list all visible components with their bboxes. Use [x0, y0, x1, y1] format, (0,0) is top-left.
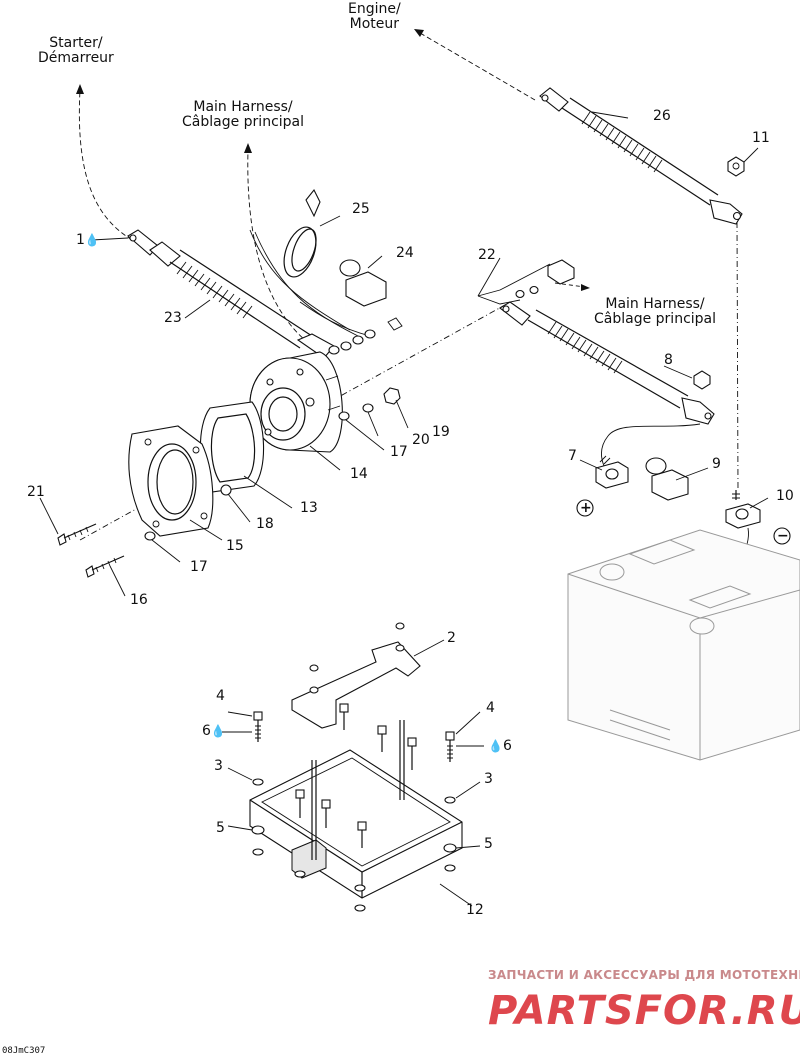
callout-10: 10	[776, 488, 794, 504]
callout-5-right: 5	[484, 836, 493, 852]
figure-code: 08JmC307	[2, 1046, 46, 1056]
callout-16: 16	[130, 592, 148, 608]
positive-cable-22	[477, 259, 715, 425]
battery-clamps	[595, 455, 761, 597]
cable-strap-25	[283, 188, 321, 278]
terminal-hardware	[328, 317, 403, 355]
callout-21: 21	[27, 484, 45, 500]
callout-8: 8	[664, 352, 673, 368]
callout-26: 26	[653, 108, 671, 124]
callout-3-left: 3	[214, 758, 223, 774]
battery-tray-12	[249, 720, 463, 899]
callout-2: 2	[447, 630, 456, 646]
destination-engine: Engine/ Moteur	[348, 1, 401, 32]
callout-9: 9	[712, 456, 721, 472]
callout-18: 18	[256, 516, 274, 532]
callout-17-upper: 17	[390, 444, 408, 460]
battery	[567, 529, 800, 761]
callout-6-right: 💧6	[488, 738, 512, 754]
callout-4-left: 4	[216, 688, 225, 704]
callout-15: 15	[226, 538, 244, 554]
callout-12: 12	[466, 902, 484, 918]
lubricant-drop-icon: 💧	[84, 233, 100, 247]
nut-11	[727, 156, 745, 177]
watermark-logo-text: PARTSFOR.RU	[488, 988, 800, 1034]
destination-leaders	[76, 29, 590, 349]
callout-17-lower: 17	[190, 559, 208, 575]
destination-main-harness-right: Main Harness/ Câblage principal	[594, 296, 717, 327]
ground-centerline	[736, 221, 739, 491]
polarity-symbols	[576, 499, 791, 545]
mounting-flange-15	[128, 425, 214, 537]
callout-leaders	[39, 111, 769, 907]
harness-wires	[249, 229, 371, 337]
callout-25: 25	[352, 201, 370, 217]
watermark-tagline: ЗАПЧАСТИ И АКСЕССУАРЫ ДЛЯ МОТОТЕХНИКИ	[488, 968, 800, 982]
callout-20: 20	[412, 432, 430, 448]
callout-24: 24	[396, 245, 414, 261]
callout-22: 22	[478, 247, 496, 263]
callout-5-left: 5	[216, 820, 225, 836]
engine-ground-cable	[539, 87, 743, 225]
destination-starter: Starter/ Démarreur	[38, 35, 114, 66]
starter-motor-14	[249, 351, 343, 453]
nut-8	[693, 370, 711, 390]
gasket-13	[199, 401, 265, 493]
tray-fasteners	[251, 703, 457, 912]
lubricant-drop-icon: 💧	[488, 739, 503, 753]
destination-main-harness-top: Main Harness/ Câblage principal	[182, 99, 305, 130]
callout-11: 11	[752, 130, 770, 146]
watermark-logo: PARTSFOR.RU	[488, 988, 800, 1034]
callout-14: 14	[350, 466, 368, 482]
positive-lead	[600, 423, 701, 467]
callout-6-left: 6💧	[202, 723, 226, 739]
callout-13: 13	[300, 500, 318, 516]
callout-23: 23	[164, 310, 182, 326]
positive-symbol: +	[580, 500, 592, 516]
callout-19: 19	[432, 424, 450, 440]
callout-1: 1💧	[76, 232, 100, 248]
callout-3-right: 3	[484, 771, 493, 787]
callout-7: 7	[568, 448, 577, 464]
negative-symbol: −	[777, 528, 789, 544]
lubricant-drop-icon: 💧	[210, 724, 226, 738]
terminal-boot-24	[339, 259, 387, 307]
starter-cable	[127, 229, 335, 359]
bracket-2	[291, 622, 421, 729]
callout-4-right: 4	[486, 700, 495, 716]
